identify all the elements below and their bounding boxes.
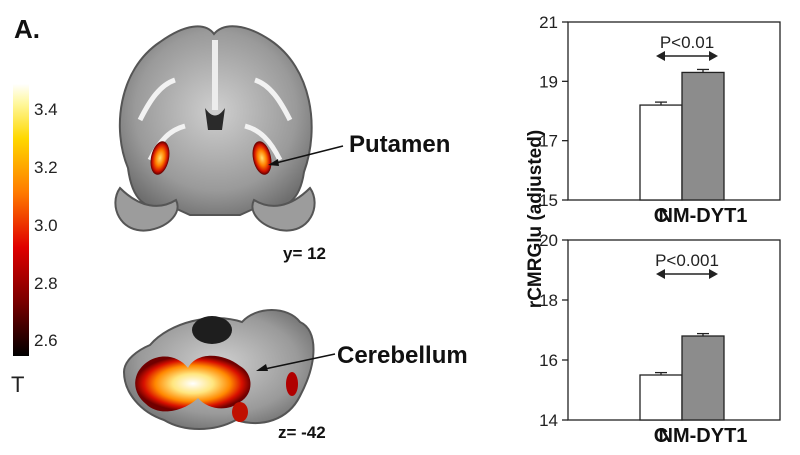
coronal-slice xyxy=(114,25,316,232)
y-tick-label: 18 xyxy=(539,291,558,310)
p-value-annotation: P<0.01 xyxy=(660,33,714,52)
category-label: NM-DYT1 xyxy=(659,425,748,447)
bar xyxy=(639,104,683,201)
axial-slice xyxy=(122,309,315,430)
colorbar-tick: 2.6 xyxy=(34,331,58,350)
axial-coord: z= -42 xyxy=(278,423,326,442)
category-label: C xyxy=(654,425,668,447)
colorbar-tick: 3.4 xyxy=(34,100,58,119)
category-label: C xyxy=(654,205,668,227)
cerebellum-label: Cerebellum xyxy=(337,342,468,369)
y-tick-label: 16 xyxy=(539,351,558,370)
bar xyxy=(681,335,725,421)
colorbar xyxy=(13,84,29,356)
putamen-label: Putamen xyxy=(349,131,451,158)
panel-label: A. xyxy=(14,14,40,44)
y-tick-label: 17 xyxy=(539,132,558,151)
category-label: NM-DYT1 xyxy=(659,205,748,227)
y-tick-label: 20 xyxy=(539,231,558,250)
y-tick-label: 21 xyxy=(539,13,558,32)
arrow-head-left xyxy=(656,51,665,61)
colorbar-tick: 3.2 xyxy=(34,158,58,177)
colorbar-tick: 2.8 xyxy=(34,274,58,293)
y-tick-label: 19 xyxy=(539,72,558,91)
colorbar-tick: 3.0 xyxy=(34,216,58,235)
y-tick-label: 15 xyxy=(539,191,558,210)
bar xyxy=(639,374,683,421)
coronal-coord: y= 12 xyxy=(283,244,327,263)
bar xyxy=(681,71,725,201)
arrow-head-right xyxy=(709,269,718,279)
y-tick-label: 14 xyxy=(539,411,558,430)
colorbar-label: T xyxy=(11,372,25,397)
arrow-head-right xyxy=(709,51,718,61)
p-value-annotation: P<0.001 xyxy=(655,251,719,270)
arrow-head-left xyxy=(656,269,665,279)
